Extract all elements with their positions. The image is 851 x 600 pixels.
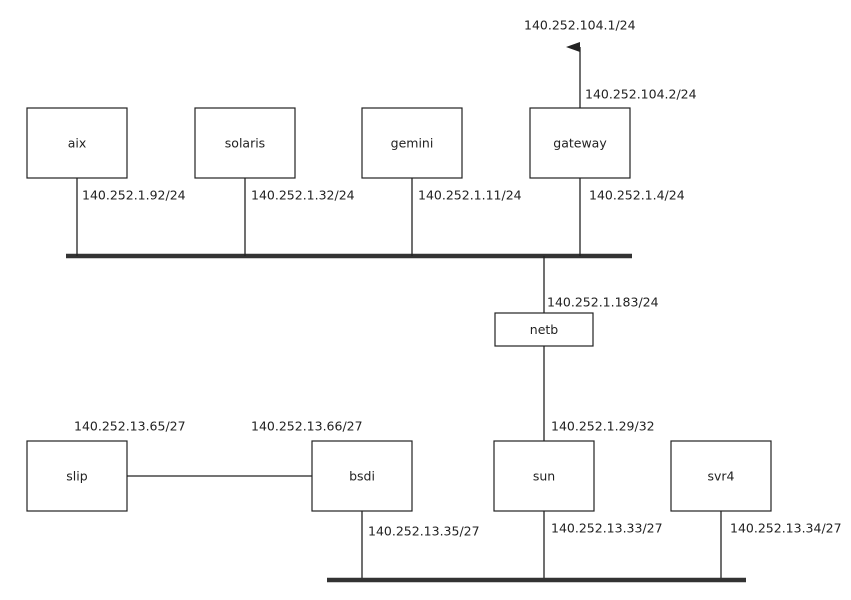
host-svr4-label: svr4 xyxy=(707,469,734,484)
host-svr4[interactable] xyxy=(670,440,772,512)
host-slip-label: slip xyxy=(66,469,87,484)
host-solaris-label: solaris xyxy=(225,136,265,151)
host-gateway-label: gateway xyxy=(553,136,607,151)
host-slip[interactable] xyxy=(26,440,128,512)
host-solaris[interactable] xyxy=(194,107,296,179)
host-aix-label: aix xyxy=(68,136,87,151)
host-gemini-label: gemini xyxy=(391,136,434,151)
host-gateway[interactable] xyxy=(529,107,631,179)
upstream-address: 140.252.104.1/24 xyxy=(524,18,636,33)
slip-address: 140.252.13.65/27 xyxy=(74,419,186,434)
host-sun-label: sun xyxy=(533,469,555,484)
svr4-address: 140.252.13.34/27 xyxy=(730,521,842,536)
bsdi-slip-address: 140.252.13.66/27 xyxy=(251,419,363,434)
host-bsdi[interactable] xyxy=(311,440,413,512)
host-netb[interactable] xyxy=(494,312,594,347)
host-bsdi-label: bsdi xyxy=(349,469,375,484)
host-netb-label: netb xyxy=(530,322,559,337)
bsdi-address: 140.252.13.35/27 xyxy=(368,524,480,539)
solaris-address: 140.252.1.32/24 xyxy=(251,188,355,203)
host-aix[interactable] xyxy=(26,107,128,179)
sun-ppp-address: 140.252.1.29/32 xyxy=(551,419,655,434)
host-gemini[interactable] xyxy=(361,107,463,179)
host-sun[interactable] xyxy=(493,440,595,512)
netb-address: 140.252.1.183/24 xyxy=(547,295,659,310)
sun-address: 140.252.13.33/27 xyxy=(551,521,663,536)
gateway-external-address: 140.252.104.2/24 xyxy=(585,87,697,102)
aix-address: 140.252.1.92/24 xyxy=(82,188,186,203)
gemini-address: 140.252.1.11/24 xyxy=(418,188,522,203)
gateway-internal-address: 140.252.1.4/24 xyxy=(589,188,685,203)
